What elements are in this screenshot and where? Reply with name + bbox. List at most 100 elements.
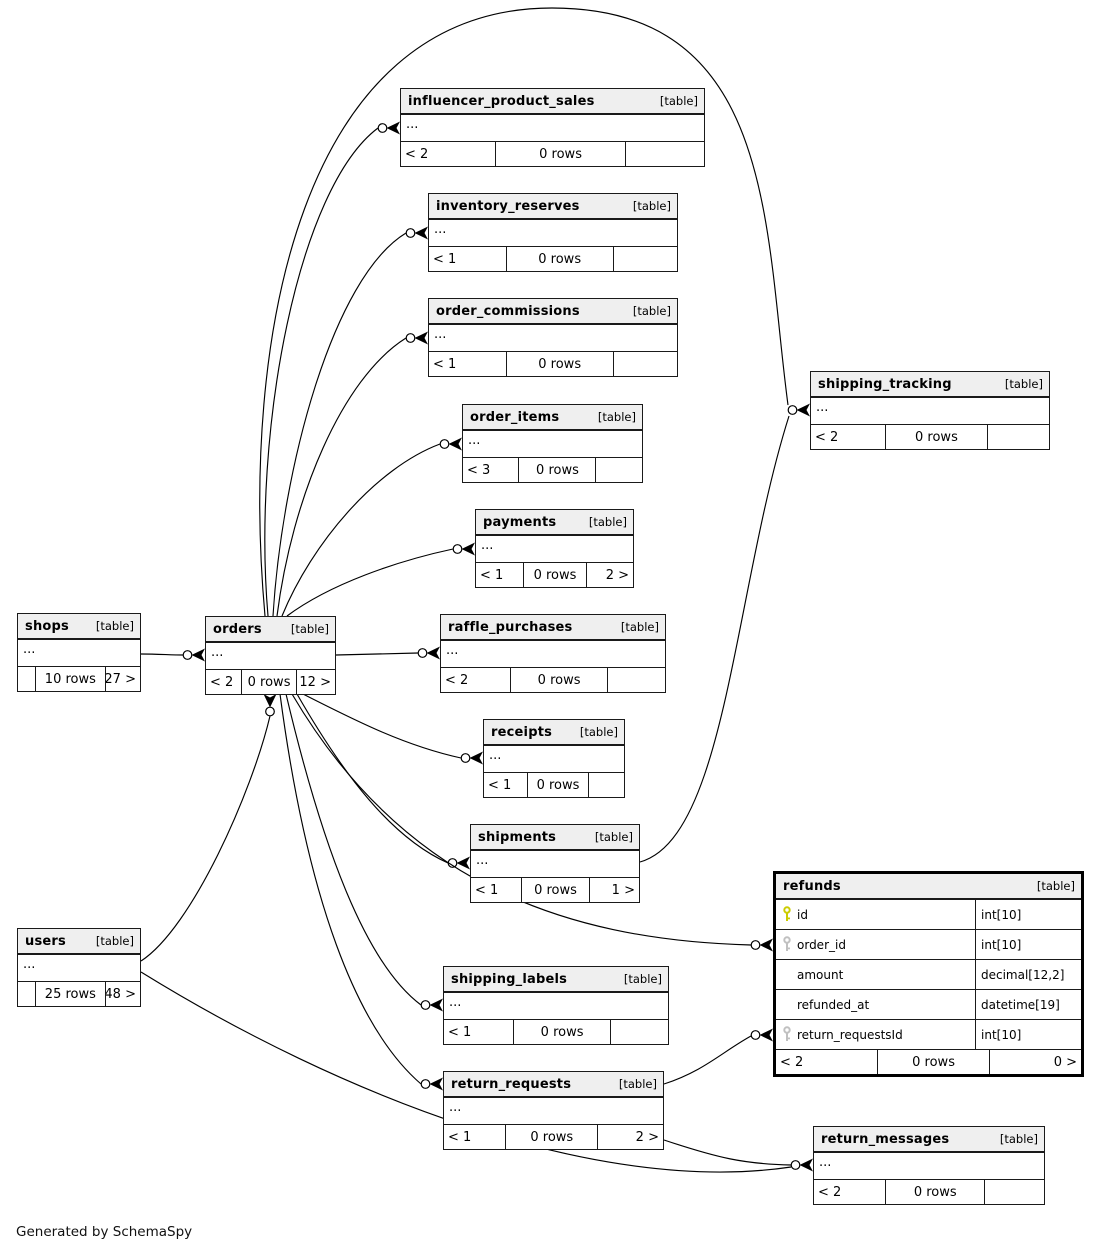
table-header: users [table] [18, 929, 140, 955]
table-type-label: [table] [588, 515, 627, 529]
collapsed-columns-ellipsis: ... [471, 851, 639, 878]
table-name[interactable]: shipments [478, 829, 557, 845]
table-name[interactable]: shipping_tracking [818, 376, 952, 392]
column-type: int[10] [975, 1020, 1081, 1049]
column-name: order_id [797, 937, 846, 952]
table-name[interactable]: influencer_product_sales [408, 93, 595, 109]
table-name[interactable]: order_commissions [436, 303, 580, 319]
crowfoot-connector-icon [182, 648, 205, 662]
table-header: shipping_labels [table] [444, 967, 668, 993]
table-name[interactable]: refunds [783, 878, 841, 894]
table-name[interactable]: inventory_reserves [436, 198, 580, 214]
table-name[interactable]: shops [25, 618, 69, 634]
footer-row-count: 10 rows [35, 667, 105, 691]
table-type-label: [table] [1036, 879, 1075, 893]
footer-children-count [612, 352, 677, 376]
table-name[interactable]: users [25, 933, 66, 949]
footer-children-count [609, 1020, 668, 1044]
crowfoot-connector-icon [460, 751, 483, 765]
table-name[interactable]: return_requests [451, 1076, 572, 1092]
generated-by-note: Generated by SchemaSpy [16, 1224, 193, 1240]
footer-children-count [595, 458, 642, 482]
footer-row-count: 25 rows [35, 982, 105, 1006]
footer-row-count: 0 rows [240, 670, 296, 694]
crowfoot-connector-icon [377, 121, 400, 135]
footer-parents-count: < 2 [818, 1184, 842, 1200]
table-type-label: [table] [594, 830, 633, 844]
relationship-edge-shipments-shipping_tracking [639, 415, 790, 863]
footer-row-count: 0 rows [884, 425, 987, 449]
footer-children-count [606, 668, 665, 692]
footer-parents-count: < 2 [445, 672, 469, 688]
column-type: int[10] [975, 900, 1081, 929]
table-name[interactable]: receipts [491, 724, 553, 740]
table-name[interactable]: shipping_labels [451, 971, 568, 987]
table-header: shipping_tracking [table] [811, 372, 1049, 398]
relationship-edge-return_requests-return_messages [663, 1139, 792, 1166]
table-type-label: [table] [999, 1132, 1038, 1146]
column-name: id [797, 907, 808, 922]
foreign-key-icon [783, 936, 791, 951]
relationship-edge-orders-receipts [302, 693, 462, 759]
table-name[interactable]: raffle_purchases [448, 619, 573, 635]
table-type-label: [table] [623, 972, 662, 986]
collapsed-columns-ellipsis: ... [814, 1153, 1044, 1180]
footer-row-count: 0 rows [518, 458, 595, 482]
column-row-id: id int[10] [776, 900, 1081, 930]
footer-parents-count: < 2 [815, 429, 839, 445]
footer-children-count [987, 425, 1049, 449]
column-type: datetime[19] [975, 990, 1081, 1019]
table-type-label: [table] [1004, 377, 1043, 391]
crowfoot-connector-icon [405, 226, 428, 240]
footer-parents-count: < 1 [475, 882, 499, 898]
footer-row-count: 0 rows [513, 1020, 609, 1044]
table-header: shops[table] [18, 614, 140, 640]
relationship-edge-users-orders [140, 715, 271, 962]
table-name[interactable]: return_messages [821, 1131, 950, 1147]
footer-row-count: 0 rows [505, 247, 613, 271]
table-header: refunds [table] [776, 874, 1081, 900]
table-name[interactable]: order_items [470, 409, 560, 425]
primary-key-icon [783, 906, 791, 921]
column-name: amount [797, 967, 844, 982]
table-type-label: [table] [95, 934, 134, 948]
table-name[interactable]: payments [483, 514, 557, 530]
relationship-edge-orders-payments [286, 548, 454, 617]
footer-parents-count [18, 667, 35, 691]
table-header: return_requests[table] [444, 1072, 663, 1098]
footer-row-count: 0 rows [494, 142, 625, 166]
footer-children-count: 48 > [104, 982, 140, 1006]
footer-parents-count: < 2 [405, 146, 429, 162]
crowfoot-connector-icon [417, 646, 440, 660]
table-name[interactable]: orders [213, 621, 262, 637]
footer-children-count: 27 > [104, 667, 140, 691]
collapsed-columns-ellipsis: ... [484, 746, 624, 773]
relationship-edge-orders-shipping_labels [285, 693, 422, 1006]
